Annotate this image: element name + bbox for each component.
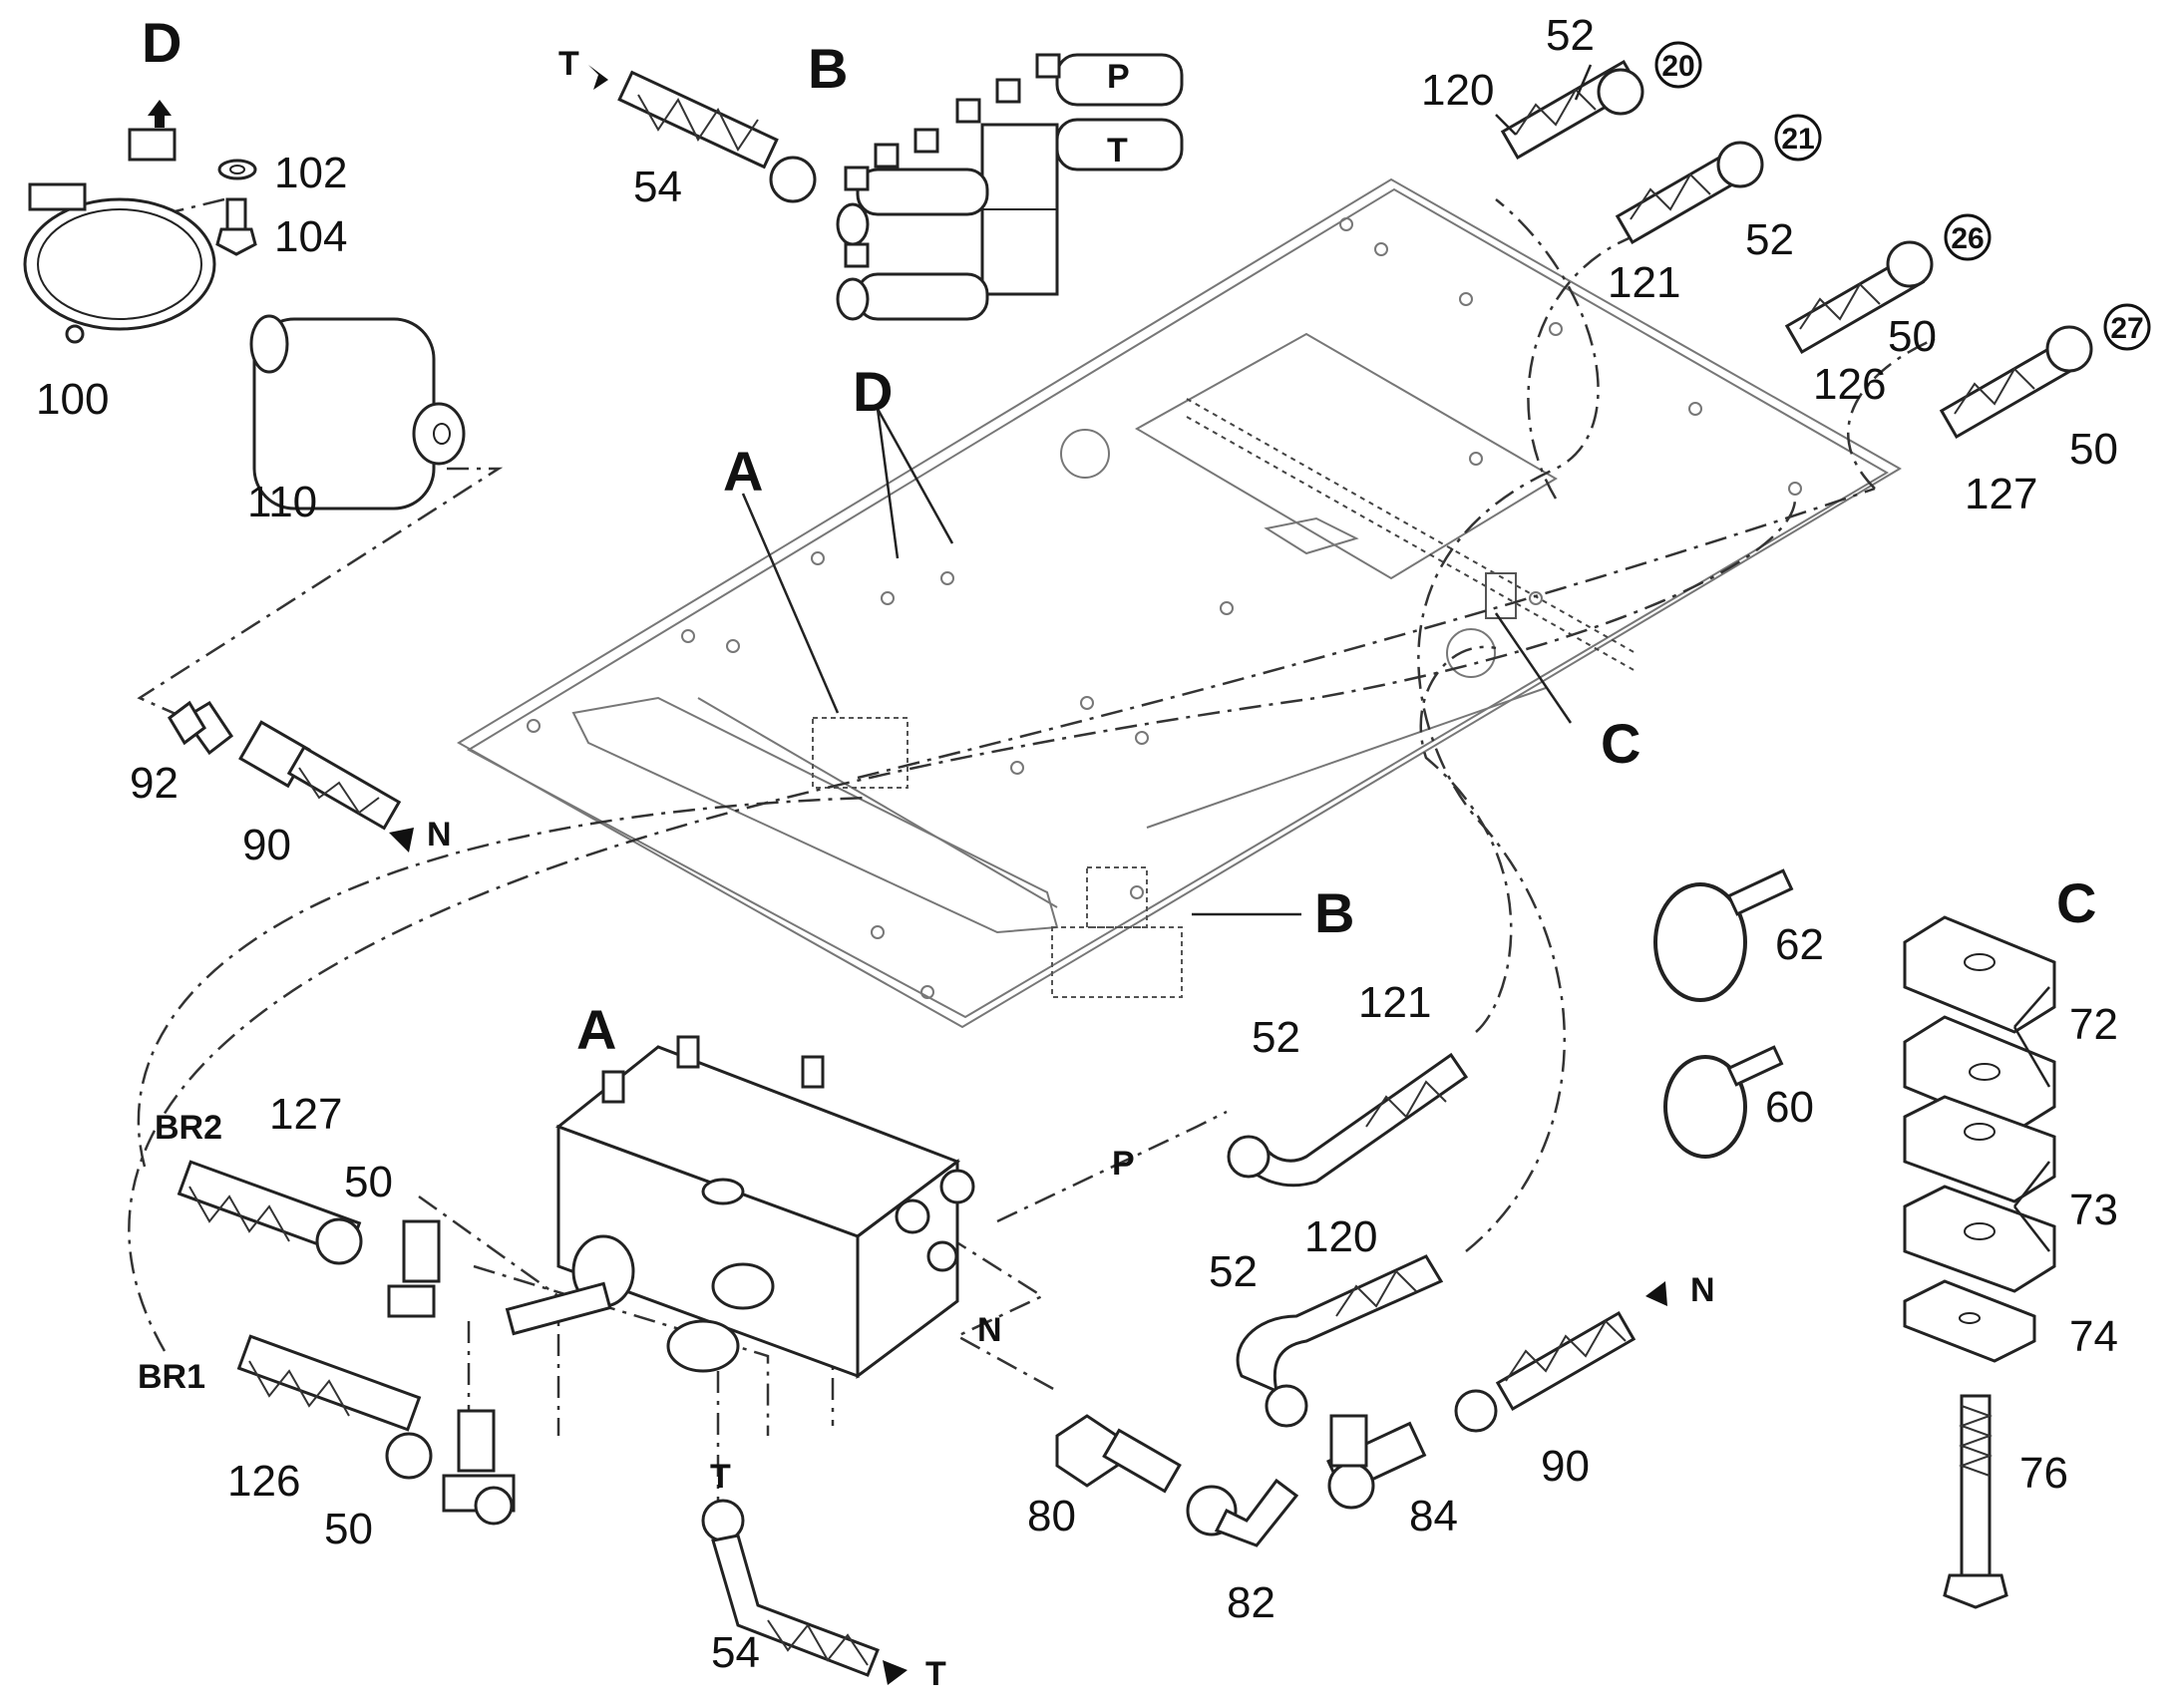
part-number-110: 110 [247, 478, 317, 526]
valve-block-a [505, 1035, 975, 1379]
part-number-74: 74 [2069, 1312, 2118, 1361]
part-number-54: 54 [711, 1628, 760, 1677]
top-hose-set [1500, 59, 2093, 440]
part-number-62: 62 [1775, 920, 1824, 969]
brake-label-br2: BR2 [155, 1109, 222, 1147]
part-number-50: 50 [1888, 312, 1937, 361]
cable-tie-60 [1663, 1045, 1784, 1159]
port-label-t: T [558, 45, 579, 83]
part-number-127: 127 [1965, 470, 2037, 518]
hose-90-left [182, 700, 402, 831]
part-number-73: 73 [2069, 1186, 2118, 1234]
bolt-104 [215, 197, 257, 256]
arrow-right-icon [588, 65, 608, 90]
port-label-t: T [1107, 132, 1128, 170]
clamp-half-72-upper [1903, 915, 2056, 1034]
part-number-82: 82 [1227, 1578, 1275, 1627]
port-label-p: P [1107, 58, 1130, 96]
accumulator-110 [249, 314, 466, 511]
group-label-d: D [853, 360, 893, 423]
bolt-76 [1943, 1394, 2008, 1609]
elbow-82 [1186, 1478, 1299, 1547]
clamp-bracket-100 [23, 128, 216, 344]
cover-plate-74 [1903, 1279, 2036, 1363]
part-number-92: 92 [130, 759, 179, 808]
circled-refs: 20 21 26 27 [1654, 41, 2151, 351]
port-label-p: P [1112, 1145, 1135, 1183]
circled-ref-27: 27 [2110, 312, 2143, 345]
part-number-84: 84 [1409, 1492, 1458, 1540]
manifold-b [836, 53, 1184, 321]
part-number-52: 52 [1546, 11, 1595, 60]
part-number-100: 100 [36, 375, 109, 424]
port-label-t: T [710, 1458, 731, 1496]
arrow-right-icon [883, 1660, 908, 1685]
clamp-half-73-lower [1903, 1185, 2056, 1293]
leader-lines [741, 64, 2051, 1252]
clamp-half-72-lower [1903, 1015, 2056, 1134]
group-label-c: C [2056, 871, 2096, 934]
part-number-50: 50 [2069, 425, 2118, 474]
part-number-120: 120 [1304, 1212, 1377, 1261]
part-number-121: 121 [1358, 978, 1431, 1027]
hose-54-bottom [701, 1499, 880, 1677]
hose-126-br1 [236, 1334, 433, 1480]
part-number-60: 60 [1765, 1083, 1814, 1132]
tee-fittings-left [168, 700, 516, 1526]
part-number-54: 54 [633, 163, 682, 211]
hose-54-top [617, 70, 817, 203]
group-label-b: B [1314, 881, 1354, 944]
part-number-127: 127 [269, 1090, 342, 1139]
washer-102 [217, 159, 257, 180]
part-number-52: 52 [1745, 215, 1794, 264]
part-number-50: 50 [324, 1505, 373, 1553]
circled-ref-20: 20 [1661, 50, 1694, 83]
labels: D B A D C B A C T P T N P N T T N BR2 BR… [36, 11, 2118, 1693]
part-number-76: 76 [2019, 1449, 2068, 1498]
group-label-a: A [576, 998, 616, 1061]
group-label-d: D [142, 11, 182, 74]
hose-120-lower [1236, 1254, 1444, 1428]
part-number-72: 72 [2069, 1000, 2118, 1049]
part-number-80: 80 [1027, 1492, 1076, 1540]
part-number-121: 121 [1608, 258, 1680, 307]
circled-ref-26: 26 [1951, 222, 1984, 255]
frame-plate [457, 177, 1902, 1029]
part-number-126: 126 [1813, 360, 1886, 409]
arrow-right-icon [389, 828, 414, 853]
group-label-c: C [1601, 712, 1640, 775]
circled-ref-21: 21 [1781, 123, 1814, 156]
fitting-80 [1055, 1414, 1182, 1494]
part-number-90: 90 [242, 821, 291, 869]
group-label-a: A [723, 440, 763, 503]
port-label-n: N [427, 816, 452, 854]
brake-label-br1: BR1 [138, 1358, 205, 1396]
part-number-50: 50 [344, 1158, 393, 1206]
arrow-up-icon [148, 100, 172, 128]
part-number-126: 126 [227, 1457, 300, 1506]
part-number-120: 120 [1421, 66, 1494, 115]
port-label-n: N [1690, 1271, 1715, 1309]
clamp-half-73-upper [1903, 1095, 2056, 1203]
part-number-90: 90 [1541, 1442, 1590, 1491]
part-number-104: 104 [274, 212, 347, 261]
hose-90-right [1454, 1310, 1636, 1433]
part-number-52: 52 [1252, 1013, 1300, 1062]
cable-tie-62 [1653, 868, 1794, 1002]
tee-84 [1326, 1414, 1427, 1510]
group-label-b: B [808, 37, 848, 100]
part-number-102: 102 [274, 149, 347, 197]
arrow-right-icon [1645, 1281, 1667, 1306]
port-label-n: N [977, 1311, 1002, 1349]
port-label-t: T [925, 1655, 946, 1693]
flow-arrows [389, 65, 1667, 1685]
hose-127-br2 [177, 1160, 363, 1265]
part-number-52: 52 [1209, 1247, 1258, 1296]
hose-121-p [1227, 1052, 1469, 1188]
